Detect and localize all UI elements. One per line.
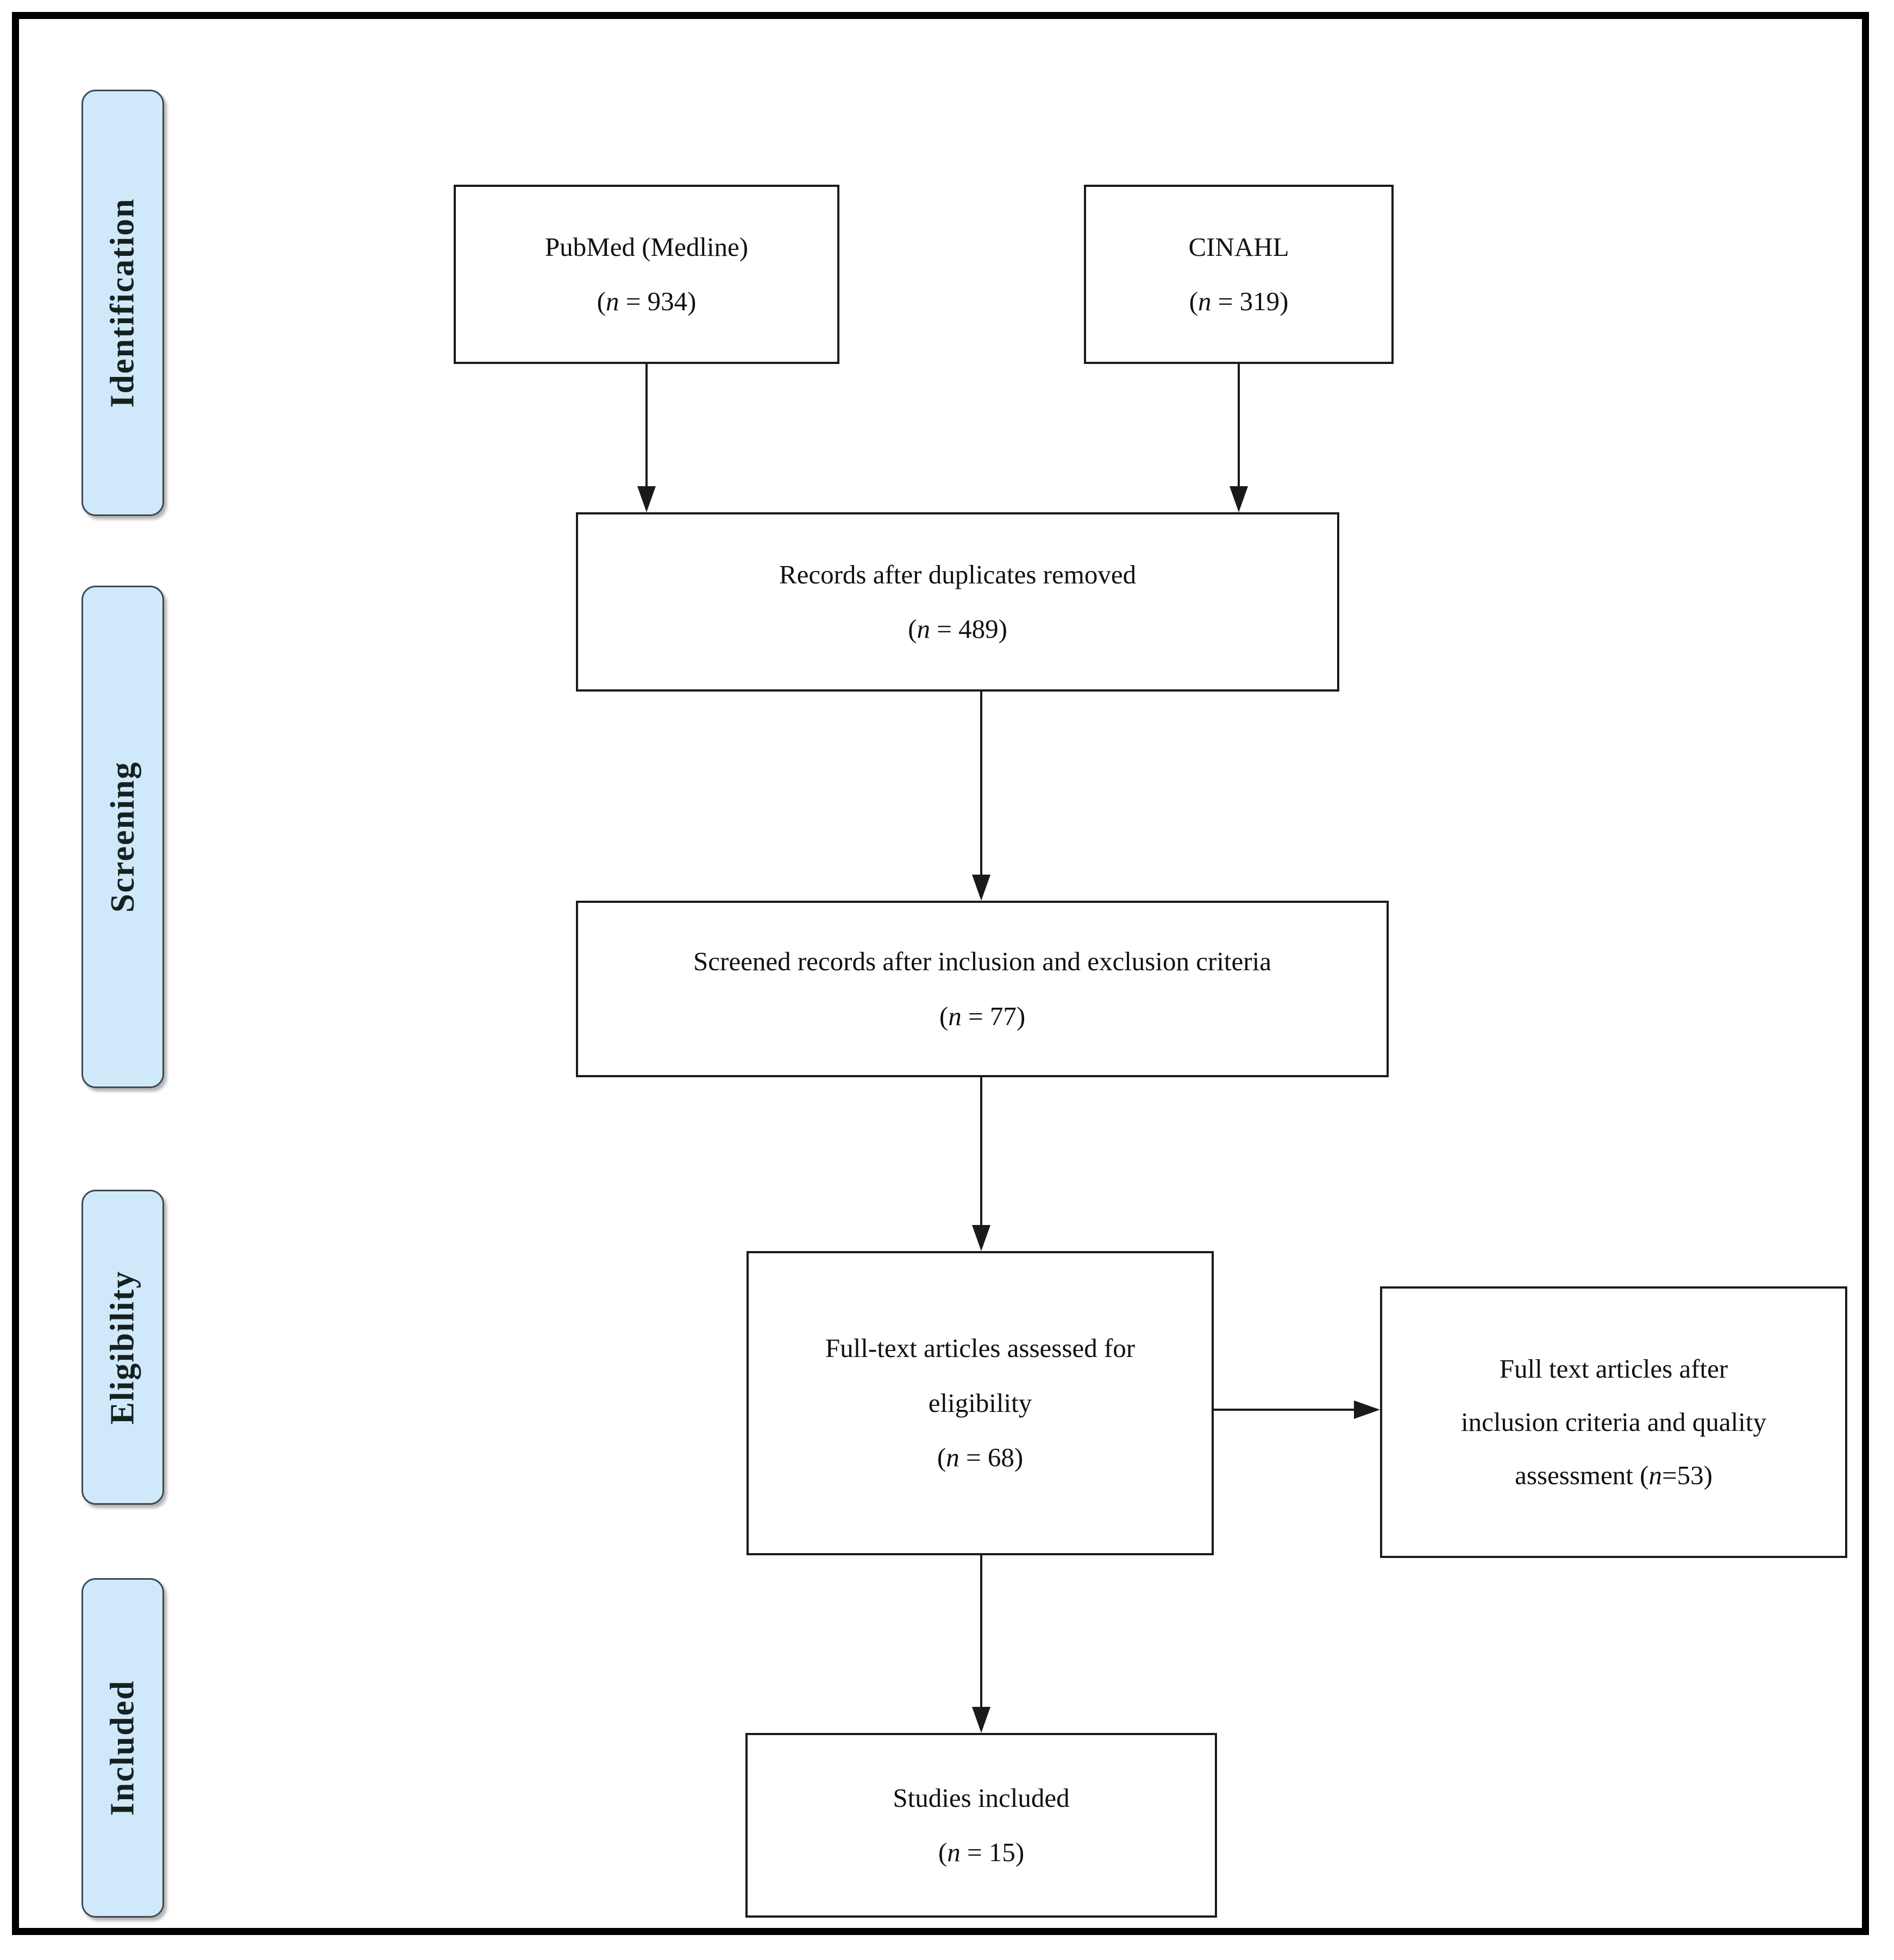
box-fulltext-after-quality: Full text articles after inclusion crite… xyxy=(1380,1286,1847,1558)
box-title: CINAHL xyxy=(1188,231,1289,262)
box-title: Screened records after inclusion and exc… xyxy=(693,946,1271,977)
box-count: (n = 489) xyxy=(908,614,1007,644)
stage-label-screening: Screening xyxy=(81,586,164,1088)
n-symbol: n xyxy=(917,614,930,644)
box-title-2: eligibility xyxy=(928,1387,1032,1418)
stage-label-text: Eligibility xyxy=(104,1270,141,1424)
box-title: Full text articles after xyxy=(1499,1354,1728,1384)
box-title: Studies included xyxy=(893,1782,1070,1813)
stage-label-text: Screening xyxy=(104,761,141,913)
n-symbol: n xyxy=(948,1001,962,1031)
box-studies-included: Studies included (n = 15) xyxy=(745,1733,1217,1918)
n-symbol: n xyxy=(1197,286,1212,316)
box-title: Full-text articles assessed for xyxy=(825,1333,1136,1364)
box-fulltext-assessed: Full-text articles assessed for eligibil… xyxy=(747,1251,1214,1555)
box-title-2: inclusion criteria and quality xyxy=(1461,1407,1766,1437)
box-count: (n = 15) xyxy=(938,1837,1025,1867)
box-count: assessment (n=53) xyxy=(1515,1460,1713,1490)
stage-label-text: Identification xyxy=(104,198,141,408)
box-count: (n = 319) xyxy=(1189,286,1289,316)
box-cinahl-source: CINAHL (n = 319) xyxy=(1084,185,1394,364)
box-pubmed-source: PubMed (Medline) (n = 934) xyxy=(454,185,839,364)
box-records-after-duplicates: Records after duplicates removed (n = 48… xyxy=(576,512,1339,692)
stage-label-identification: Identification xyxy=(81,90,164,516)
box-title: Records after duplicates removed xyxy=(779,559,1137,589)
n-symbol: n xyxy=(947,1837,961,1867)
n-symbol: n xyxy=(1648,1460,1662,1490)
box-title: PubMed (Medline) xyxy=(544,231,749,262)
n-symbol: n xyxy=(946,1442,959,1473)
box-count: (n = 77) xyxy=(939,1001,1026,1031)
stage-label-text: Included xyxy=(104,1680,141,1816)
box-screened-records: Screened records after inclusion and exc… xyxy=(576,901,1389,1077)
n-symbol: n xyxy=(605,286,619,316)
box-count: (n = 68) xyxy=(937,1442,1024,1473)
stage-label-included: Included xyxy=(81,1578,164,1918)
box-count: (n = 934) xyxy=(597,286,697,316)
stage-label-eligibility: Eligibility xyxy=(81,1190,164,1505)
